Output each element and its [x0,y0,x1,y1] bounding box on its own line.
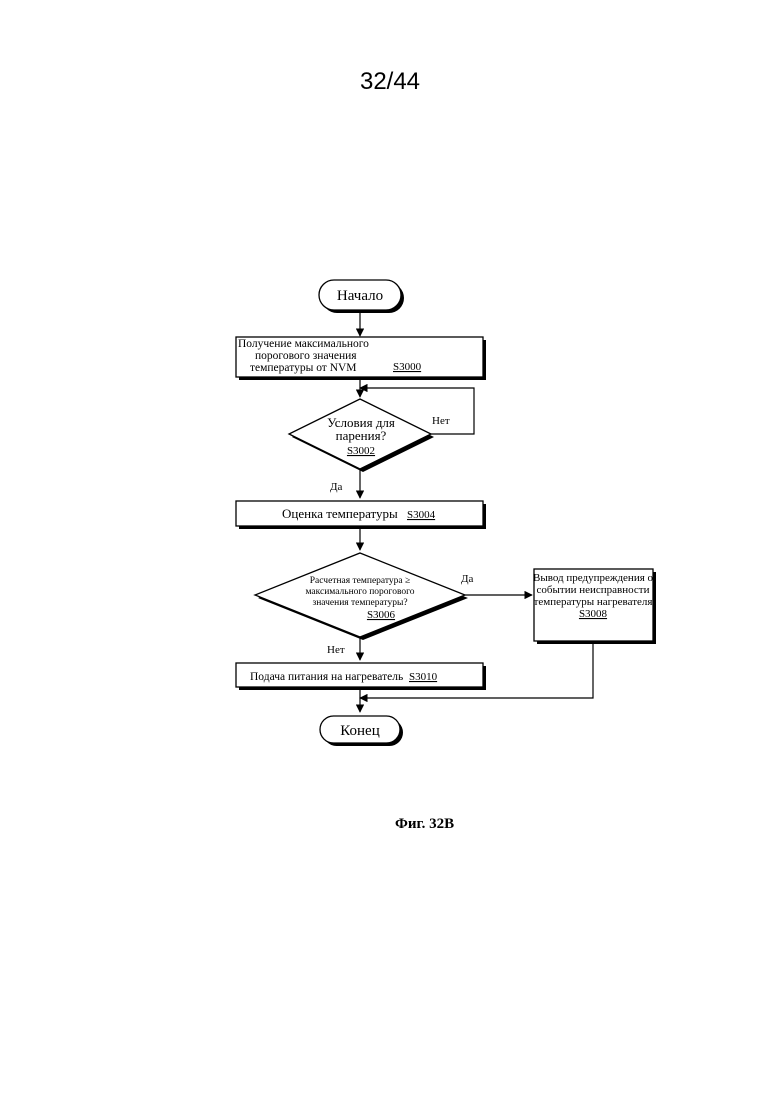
s3006-no-label: Нет [327,644,345,656]
s3002-step-id: S3002 [347,445,375,457]
s3006-yes-label: Да [461,573,474,585]
s3008-line3: температуры нагревателя [534,596,653,608]
s3002-line2: парения? [336,428,387,443]
s3000-line1: Получение максимального [238,338,369,350]
figure-caption: Фиг. 32В [395,816,454,833]
s3004-text: Оценка температуры [282,506,398,521]
s3000-line3: температуры от NVM [250,362,357,374]
s3004-step-id: S3004 [407,509,436,521]
step-s3000-box: Получение максимального порогового значе… [236,337,486,380]
decision-s3006: Расчетная температура ≥ максимального по… [255,553,468,640]
s3010-step-id: S3010 [409,671,438,683]
s3006-line1: Расчетная температура ≥ [310,576,410,586]
s3000-line2: порогового значения [255,350,357,362]
s3008-line1: Вывод предупреждения о [533,572,654,584]
end-terminator: Конец [320,716,403,746]
s3000-step-id: S3000 [393,361,422,373]
s3002-no-label: Нет [432,415,450,427]
s3006-step-id: S3006 [367,609,396,621]
step-s3008-box: Вывод предупреждения о событии неисправн… [533,569,656,644]
s3010-text: Подача питания на нагреватель [250,671,403,683]
end-label: Конец [340,723,379,739]
s3008-line2: событии неисправности [537,584,650,596]
start-terminator: Начало [319,280,404,313]
start-label: Начало [337,288,383,304]
s3006-line3: значения температуры? [312,598,407,608]
decision-s3002: Условия для парения? S3002 [289,399,434,472]
s3006-line2: максимального порогового [305,587,414,597]
step-s3010-box: Подача питания на нагреватель S3010 [236,663,486,690]
step-s3004-box: Оценка температуры S3004 [236,501,486,529]
s3002-yes-label: Да [330,481,343,493]
s3008-step-id: S3008 [579,608,608,620]
